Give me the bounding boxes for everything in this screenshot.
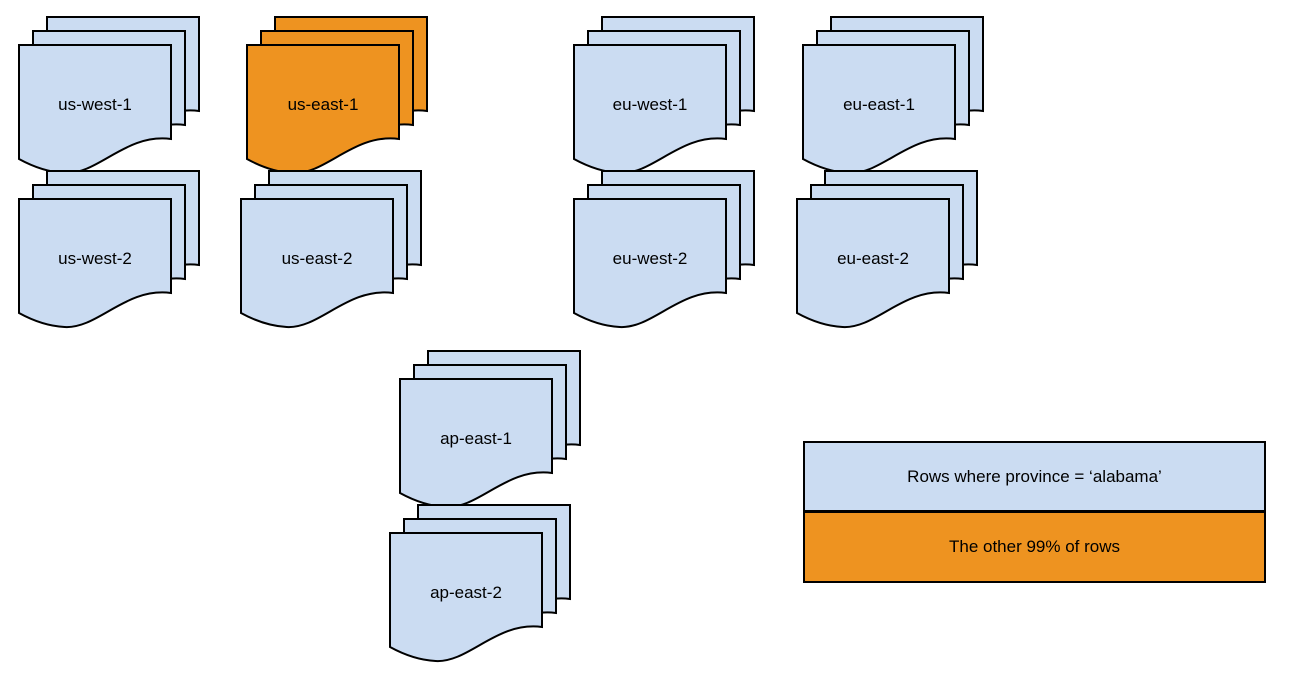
document-sheet bbox=[573, 198, 727, 329]
document-sheet bbox=[802, 44, 956, 175]
document-sheet bbox=[18, 198, 172, 329]
legend-item-label: Rows where province = ‘alabama’ bbox=[907, 466, 1162, 486]
document-stack-shape-eu-east-2 bbox=[796, 170, 978, 329]
document-stack-shape-ap-east-1 bbox=[399, 350, 581, 509]
document-stack-shape-us-east-2 bbox=[240, 170, 422, 329]
document-stack-us-east-1[interactable]: us-east-1 bbox=[246, 16, 428, 179]
document-stack-shape-us-west-2 bbox=[18, 170, 200, 329]
legend-item-label: The other 99% of rows bbox=[948, 537, 1121, 556]
legend-item-legend-blue: Rows where province = ‘alabama’ bbox=[803, 441, 1266, 512]
document-stack-ap-east-2[interactable]: ap-east-2 bbox=[389, 504, 571, 667]
document-sheet bbox=[18, 44, 172, 175]
document-stack-us-west-1[interactable]: us-west-1 bbox=[18, 16, 200, 179]
document-stack-shape-us-east-1 bbox=[246, 16, 428, 175]
document-stack-shape-ap-east-2 bbox=[389, 504, 571, 663]
document-sheet bbox=[389, 532, 543, 663]
document-stack-shape-eu-east-1 bbox=[802, 16, 984, 175]
document-stack-shape-eu-west-2 bbox=[573, 170, 755, 329]
document-stack-eu-east-1[interactable]: eu-east-1 bbox=[802, 16, 984, 179]
document-sheet bbox=[246, 44, 400, 175]
legend: Rows where province = ‘alabama’ The other… bbox=[803, 441, 1266, 583]
document-stack-shape-us-west-1 bbox=[18, 16, 200, 175]
document-stack-eu-west-1[interactable]: eu-west-1 bbox=[573, 16, 755, 179]
document-stack-us-east-2[interactable]: us-east-2 bbox=[240, 170, 422, 333]
document-sheet bbox=[240, 198, 394, 329]
document-sheet bbox=[796, 198, 950, 329]
document-sheet bbox=[399, 378, 553, 509]
document-stack-ap-east-1[interactable]: ap-east-1 bbox=[399, 350, 581, 513]
legend-item-legend-orange: The other 99% of rows bbox=[803, 512, 1266, 583]
document-stack-us-west-2[interactable]: us-west-2 bbox=[18, 170, 200, 333]
document-sheet bbox=[573, 44, 727, 175]
document-stack-shape-eu-west-1 bbox=[573, 16, 755, 175]
document-stack-eu-west-2[interactable]: eu-west-2 bbox=[573, 170, 755, 333]
document-stack-eu-east-2[interactable]: eu-east-2 bbox=[796, 170, 978, 333]
